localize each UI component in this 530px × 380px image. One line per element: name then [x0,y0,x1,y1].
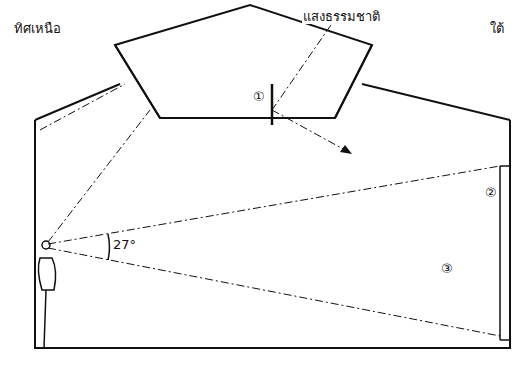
direction-label: ใต้ [490,22,504,36]
roof-line [35,84,120,120]
wall-panel [500,165,510,167]
angle-arc [108,234,109,260]
angle-label: 27° [112,238,137,252]
wall-panel [500,339,510,341]
callout-number: ③ [440,262,454,276]
wall-panel [499,166,501,340]
light-ray [272,110,345,150]
light-label: แสงธรรมชาติ [302,10,381,24]
viewer-figure [38,241,55,348]
room-wall [35,120,510,348]
roof-line [362,84,510,120]
sight-line [40,84,125,130]
sight-line [48,248,500,336]
sight-line [48,166,500,244]
skylight-edge [335,45,372,118]
light-ray [272,12,340,110]
skylight-edge [115,45,160,118]
callout-number: ② [484,186,498,200]
sight-line [48,110,150,242]
light-baffle [271,84,274,125]
direction-label: ทิศเหนือ [14,22,61,36]
arrow-head [340,145,352,154]
callout-number: ① [252,90,266,104]
